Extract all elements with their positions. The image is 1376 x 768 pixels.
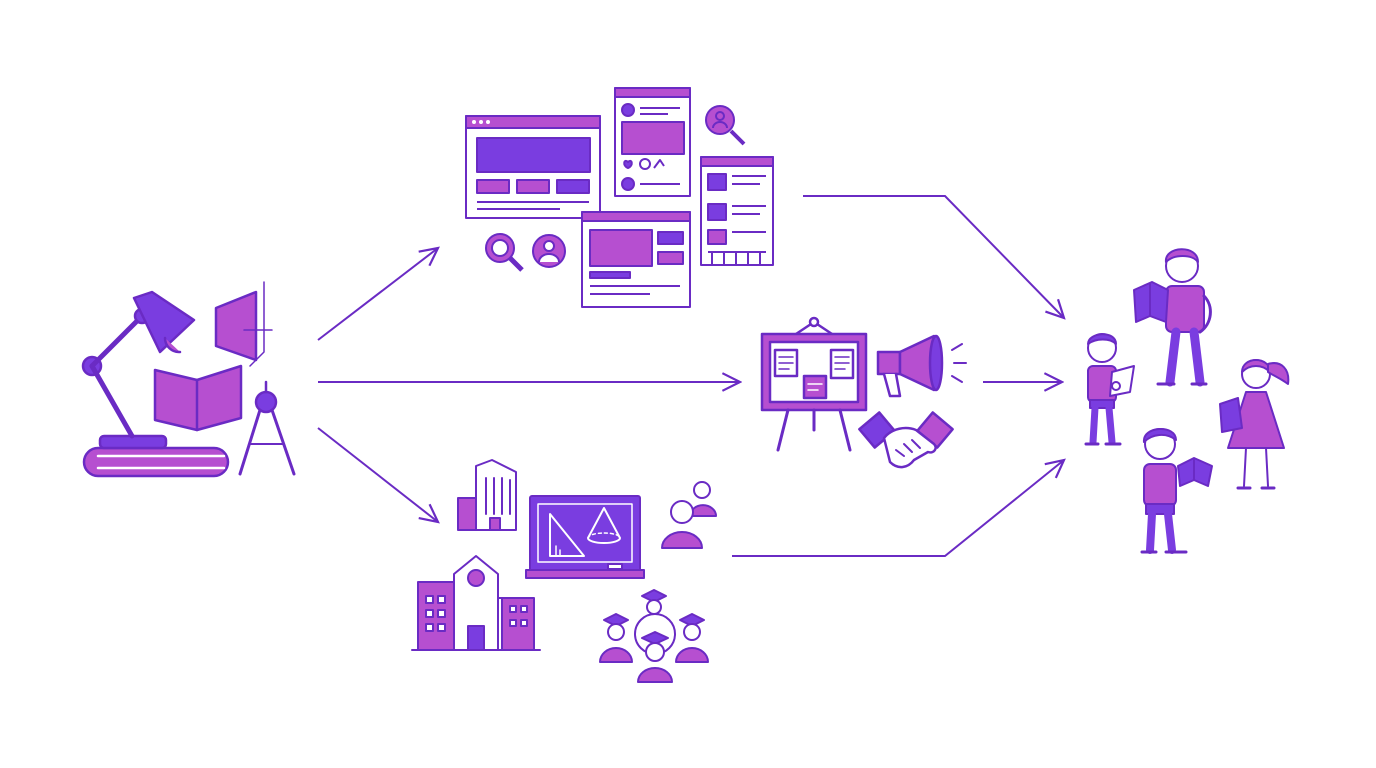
people-icon (661, 481, 717, 549)
handshake-icon (858, 411, 954, 469)
blackboard-icon (525, 495, 645, 579)
edges (317, 195, 1064, 557)
school-building-icon (411, 555, 541, 651)
folded-card (214, 290, 258, 362)
book-bottom (82, 446, 230, 478)
child-reading-left (1084, 333, 1135, 446)
child-reading-tall (1133, 248, 1212, 387)
edge-online-learners (803, 195, 1064, 318)
reading-children-icon (1084, 248, 1290, 554)
bulletin-outreach-icon (760, 316, 967, 469)
web-pages-icon (465, 87, 774, 308)
megaphone-icon (876, 334, 967, 398)
edge-source-online (317, 248, 438, 341)
child-reading-girl (1219, 359, 1290, 490)
child-reading-bottom (1140, 427, 1213, 554)
graduates-icon (599, 589, 709, 683)
lamp-shade (132, 290, 196, 354)
edge-institutions-learners (732, 460, 1064, 557)
edge-source-institutions (317, 427, 438, 522)
office-building-icon (457, 459, 517, 531)
school-classroom-icon (411, 459, 717, 683)
study-desk-icon (81, 281, 296, 478)
